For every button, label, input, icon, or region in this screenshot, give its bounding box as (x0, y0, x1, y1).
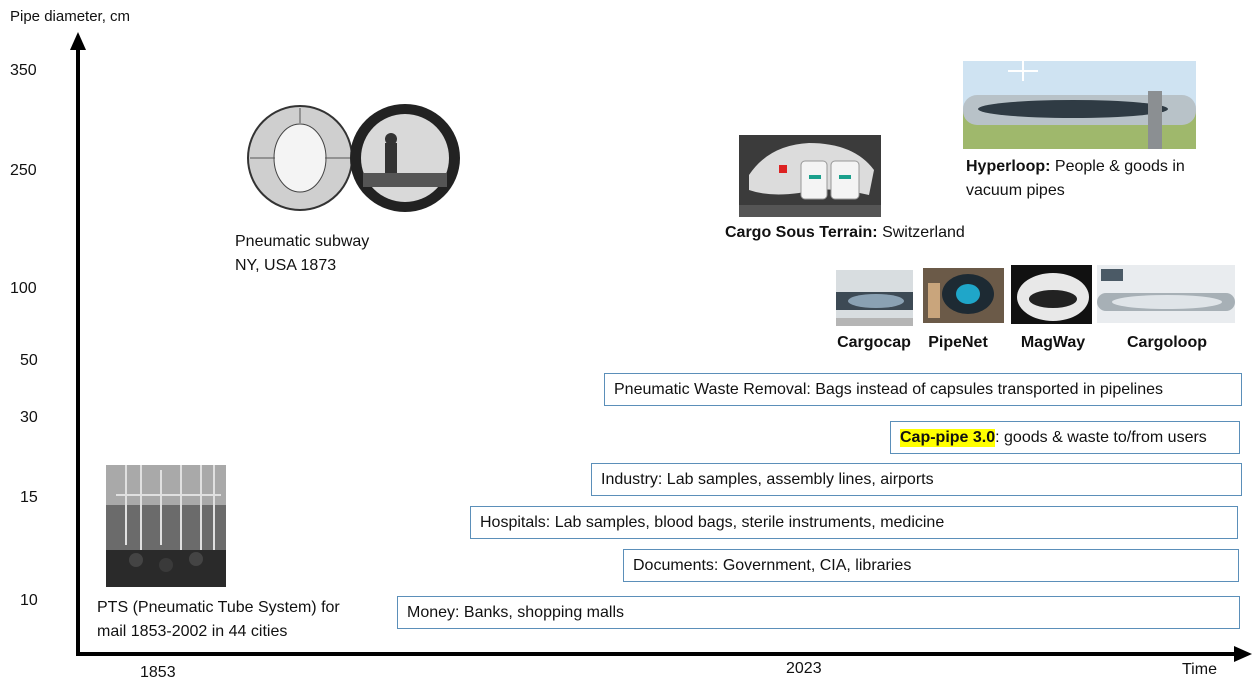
subway-caption-line2: NY, USA 1873 (235, 257, 337, 274)
bar-text: Hospitals: Lab samples, blood bags, ster… (480, 513, 945, 531)
subway-caption-line1: Pneumatic subway (235, 233, 370, 250)
hyperloop-image (963, 61, 1196, 149)
pts-caption-line2: mail 1853-2002 in 44 cities (97, 623, 288, 640)
hyperloop-caption-rest: People & goods in (1050, 158, 1185, 175)
hyperloop-caption-line2: vacuum pipes (966, 182, 1065, 199)
pts-photo (106, 465, 226, 587)
y-tick: 100 (10, 280, 37, 297)
x-axis-title: Time (1182, 661, 1217, 678)
y-tick: 50 (20, 352, 38, 369)
pts-caption: PTS (Pneumatic Tube System) for mail 185… (97, 596, 340, 644)
magway-image (1011, 265, 1092, 324)
hospitals-bar: Hospitals: Lab samples, blood bags, ster… (470, 506, 1238, 539)
cst-caption-rest: Switzerland (877, 224, 965, 241)
hyperloop-caption: Hyperloop: People & goods in vacuum pipe… (966, 155, 1185, 203)
bar-text: Pneumatic Waste Removal: Bags instead of… (614, 380, 1164, 398)
cargoloop-label: Cargoloop (1127, 334, 1207, 351)
y-tick: 15 (20, 489, 38, 506)
y-tick: 250 (10, 162, 37, 179)
cap-pipe-highlight: Cap-pipe 3.0 (900, 428, 996, 447)
y-tick: 10 (20, 592, 38, 609)
cargocap-label: Cargocap (837, 334, 911, 351)
bar-text: : goods & waste to/from users (995, 428, 1207, 446)
money-bar: Money: Banks, shopping malls (397, 596, 1240, 629)
cst-caption-bold: Cargo Sous Terrain: (725, 224, 878, 241)
industry-bar: Industry: Lab samples, assembly lines, a… (591, 463, 1242, 496)
y-tick: 350 (10, 62, 37, 79)
x-tick: 2023 (786, 660, 822, 677)
pipenet-label: PipeNet (928, 334, 988, 351)
hyperloop-caption-bold: Hyperloop: (966, 158, 1051, 175)
documents-bar: Documents: Government, CIA, libraries (623, 549, 1239, 582)
cap-pipe-bar: Cap-pipe 3.0 : goods & waste to/from use… (890, 421, 1240, 454)
cargocap-image (836, 270, 913, 326)
hyperloop-caption-line1: Hyperloop: People & goods in (966, 155, 1185, 179)
cst-caption: Cargo Sous Terrain: Switzerland (725, 221, 965, 245)
pipenet-image (923, 268, 1004, 323)
pts-caption-line1: PTS (Pneumatic Tube System) for (97, 599, 340, 616)
cargo-sous-terrain-image (739, 135, 881, 217)
bar-text: Industry: Lab samples, assembly lines, a… (601, 470, 934, 488)
x-tick: 1853 (140, 664, 176, 681)
pneumatic-subway-image (245, 103, 463, 213)
magway-label: MagWay (1020, 334, 1086, 351)
y-axis-title: Pipe diameter, cm (10, 8, 131, 25)
y-tick: 30 (20, 409, 38, 426)
bar-text: Money: Banks, shopping malls (407, 603, 624, 621)
cargoloop-image (1097, 265, 1235, 323)
waste-removal-bar: Pneumatic Waste Removal: Bags instead of… (604, 373, 1242, 406)
bar-text: Documents: Government, CIA, libraries (633, 556, 912, 574)
subway-caption: Pneumatic subway NY, USA 1873 (235, 230, 369, 278)
